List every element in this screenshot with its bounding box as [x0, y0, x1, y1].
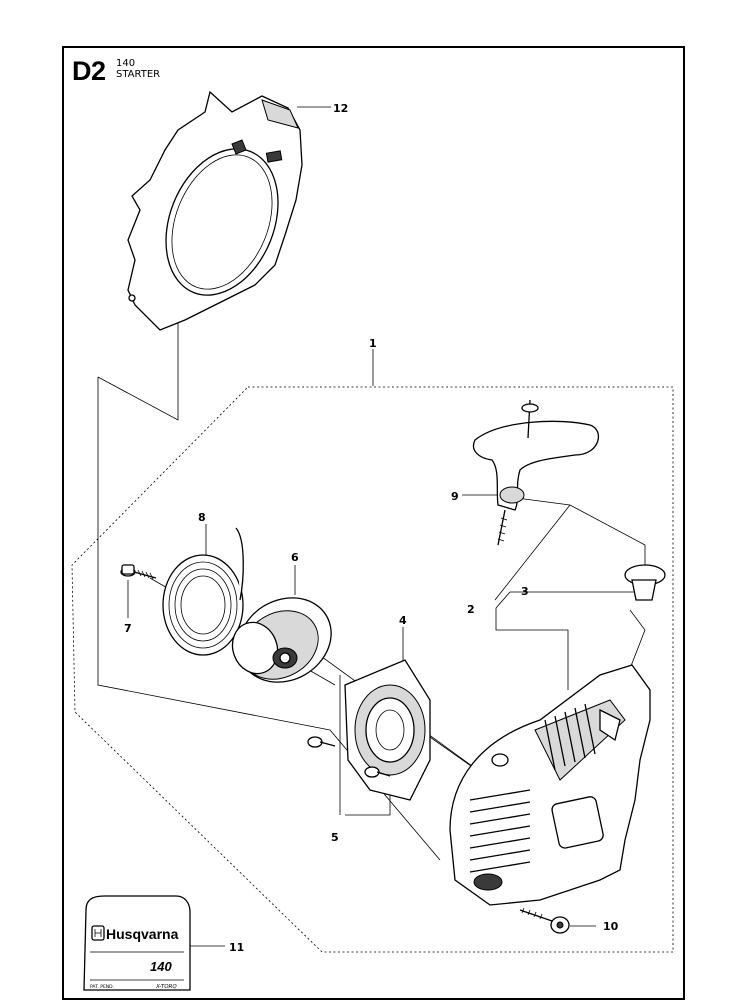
pulley-part-6: [231, 597, 332, 683]
starter-housing-part-2: [449, 664, 651, 906]
decal-part-11: [83, 895, 191, 991]
fan-housing-part-12: [127, 90, 303, 331]
callout-labels: 12 1 9 8 6 3 2 4 7 5 10 11: [124, 102, 619, 954]
diagram-frame: [62, 46, 685, 1000]
callout-5: 5: [331, 831, 339, 844]
handle-part-9: [472, 399, 599, 546]
callout-4: 4: [399, 614, 407, 627]
decal-text: Husqvarna 140 PAT. PEND. X-TORQ: [90, 925, 179, 990]
screws-part-5: [307, 736, 391, 778]
callout-8: 8: [198, 511, 206, 524]
callout-9: 9: [451, 490, 459, 503]
callout-1: 1: [369, 337, 377, 350]
model-number: 140: [116, 58, 136, 69]
screw-part-7: [120, 564, 157, 580]
callout-11: 11: [229, 941, 244, 954]
assembly-boundary: [71, 386, 674, 953]
rope-guide-part-3: [624, 564, 666, 601]
decal-xtorq: X-TORQ: [155, 984, 177, 990]
section-title: STARTER: [116, 69, 161, 80]
callout-6: 6: [291, 551, 299, 564]
callout-2: 2: [467, 603, 475, 616]
callout-7: 7: [124, 622, 132, 635]
decal-brand: Husqvarna: [106, 926, 179, 942]
callout-10: 10: [603, 920, 619, 933]
section-code: D2: [72, 56, 106, 86]
decal-pat-pend: PAT. PEND.: [90, 984, 114, 990]
callout-3: 3: [521, 585, 529, 598]
decal-model: 140: [150, 959, 172, 974]
vent-slots: [469, 703, 596, 873]
pawl-housing-part-4: [344, 659, 431, 801]
screw-part-10: [519, 907, 570, 934]
recoil-spring-part-8: [162, 527, 244, 656]
callout-12: 12: [333, 102, 348, 115]
